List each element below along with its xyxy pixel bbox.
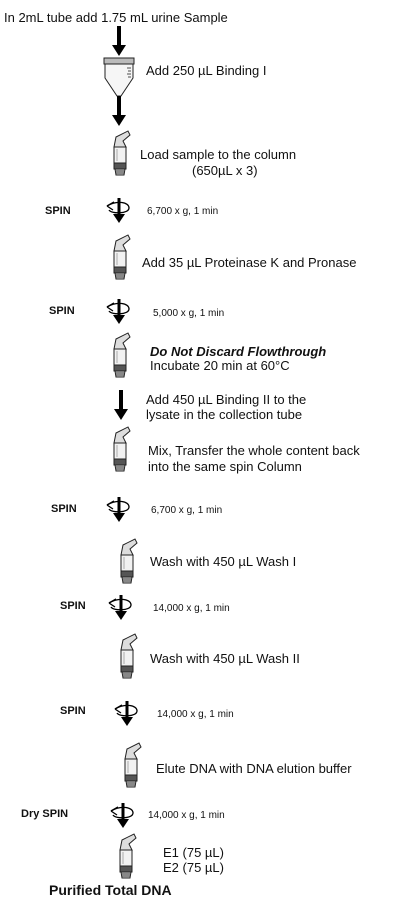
spin-arrow-icon bbox=[105, 297, 131, 326]
down-arrow-icon bbox=[110, 94, 128, 128]
spin-column-icon bbox=[120, 633, 138, 679]
step-load-line2: (650µL x 3) bbox=[192, 163, 258, 178]
spin-column-icon bbox=[119, 833, 137, 879]
spin-arrow-icon bbox=[105, 495, 131, 524]
step-wash-i: Wash with 450 µL Wash I bbox=[150, 554, 297, 569]
spin-column-icon bbox=[113, 130, 131, 176]
spin-arrow-icon bbox=[109, 801, 135, 830]
spin-label: SPIN bbox=[60, 705, 86, 717]
header-title: In 2mL tube add 1.75 mL urine Sample bbox=[4, 10, 228, 25]
step-wash-ii: Wash with 450 µL Wash II bbox=[150, 651, 300, 666]
spin-column-icon bbox=[113, 332, 131, 378]
spin-label: SPIN bbox=[49, 305, 75, 317]
spin-arrow-icon bbox=[105, 196, 131, 225]
spin-speed: 6,700 x g, 1 min bbox=[147, 206, 219, 217]
spin-speed: 5,000 x g, 1 min bbox=[153, 308, 225, 319]
spin-arrow-icon bbox=[113, 699, 139, 728]
spin-label: SPIN bbox=[60, 600, 86, 612]
spin-speed: 14,000 x g, 1 min bbox=[157, 709, 234, 720]
step-incubate: Incubate 20 min at 60°C bbox=[150, 358, 290, 373]
step-elute: Elute DNA with DNA elution buffer bbox=[156, 761, 352, 776]
step-binding-ii-line2: lysate in the collection tube bbox=[146, 407, 303, 422]
eluate-e1: E1 (75 µL) bbox=[163, 845, 224, 860]
dry-spin-label: Dry SPIN bbox=[21, 808, 69, 820]
conical-tube-icon bbox=[103, 57, 135, 97]
step-do-not-discard: Do Not Discard Flowthrough bbox=[150, 344, 327, 359]
spin-arrow-icon bbox=[107, 593, 133, 622]
spin-speed: 14,000 x g, 1 min bbox=[148, 810, 225, 821]
spin-label: SPIN bbox=[45, 205, 71, 217]
eluate-e2: E2 (75 µL) bbox=[163, 860, 224, 875]
spin-speed: 6,700 x g, 1 min bbox=[151, 505, 223, 516]
step-proteinase: Add 35 µL Proteinase K and Pronase bbox=[142, 255, 357, 270]
result-title: Purified Total DNA bbox=[49, 882, 172, 898]
down-arrow-icon bbox=[112, 388, 130, 422]
down-arrow-icon bbox=[110, 24, 128, 58]
spin-column-icon bbox=[113, 234, 131, 280]
spin-column-icon bbox=[120, 538, 138, 584]
spin-column-icon bbox=[124, 742, 142, 788]
spin-speed: 14,000 x g, 1 min bbox=[153, 603, 230, 614]
step-binding-ii-line1: Add 450 µL Binding II to the bbox=[146, 392, 307, 407]
step-mix-line2: into the same spin Column bbox=[148, 459, 302, 474]
step-mix-line1: Mix, Transfer the whole content back bbox=[148, 443, 360, 458]
spin-label: SPIN bbox=[51, 503, 77, 515]
step-load-line1: Load sample to the column bbox=[140, 147, 297, 162]
step-binding-i: Add 250 µL Binding I bbox=[146, 63, 267, 78]
spin-column-icon bbox=[113, 426, 131, 472]
